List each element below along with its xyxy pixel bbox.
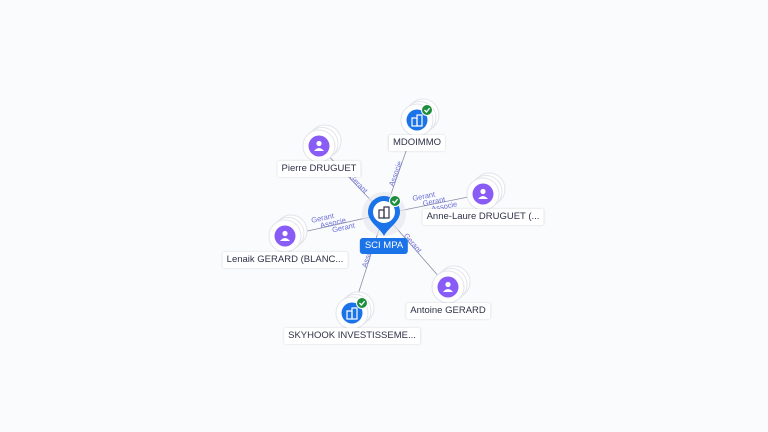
person-icon-head bbox=[282, 230, 288, 237]
node-label-antoine[interactable]: Antoine GERARD bbox=[406, 303, 490, 319]
verified-check-icon-mark bbox=[424, 107, 431, 113]
node-skyhook[interactable] bbox=[335, 291, 375, 330]
verified-check-icon bbox=[389, 195, 401, 207]
node-annelaure[interactable] bbox=[466, 172, 506, 211]
edge-label-mdoimmo-0: Associe bbox=[387, 160, 404, 188]
node-pierre[interactable] bbox=[302, 124, 342, 163]
node-label-mdoimmo[interactable]: MDOIMMO bbox=[388, 135, 446, 151]
building-icon-block bbox=[383, 206, 390, 219]
node-lenaik[interactable] bbox=[268, 214, 308, 253]
person-icon-body bbox=[443, 289, 453, 292]
verified-check-icon bbox=[421, 104, 433, 116]
node-label-annelaure[interactable]: Anne-Laure DRUGUET (... bbox=[422, 209, 544, 225]
verified-check-icon-circle bbox=[389, 195, 401, 207]
verified-check-icon-mark bbox=[359, 300, 366, 306]
verified-check-icon-circle bbox=[421, 104, 433, 116]
center-node-label[interactable]: SCI MPA bbox=[359, 238, 409, 254]
node-label-lenaik[interactable]: Lenaik GERARD (BLANC... bbox=[222, 252, 348, 268]
nodes-layer bbox=[268, 98, 506, 330]
person-icon-body bbox=[314, 148, 324, 151]
building-icon-block bbox=[416, 114, 423, 127]
verified-check-icon-circle bbox=[356, 297, 368, 309]
center-node[interactable] bbox=[362, 192, 406, 236]
person-icon-body bbox=[478, 196, 488, 199]
building-icon-block bbox=[351, 307, 358, 320]
person-icon-head bbox=[480, 188, 486, 195]
verified-check-icon bbox=[356, 297, 368, 309]
person-icon-head bbox=[445, 281, 451, 288]
node-label-pierre[interactable]: Pierre DRUGUET bbox=[277, 161, 361, 177]
verified-check-icon-mark bbox=[392, 198, 399, 204]
person-icon-head bbox=[316, 140, 322, 147]
node-antoine[interactable] bbox=[431, 265, 471, 304]
node-mdoimmo[interactable] bbox=[400, 98, 440, 137]
node-label-skyhook[interactable]: SKYHOOK INVESTISSEME... bbox=[284, 328, 420, 344]
person-icon-body bbox=[280, 238, 290, 241]
